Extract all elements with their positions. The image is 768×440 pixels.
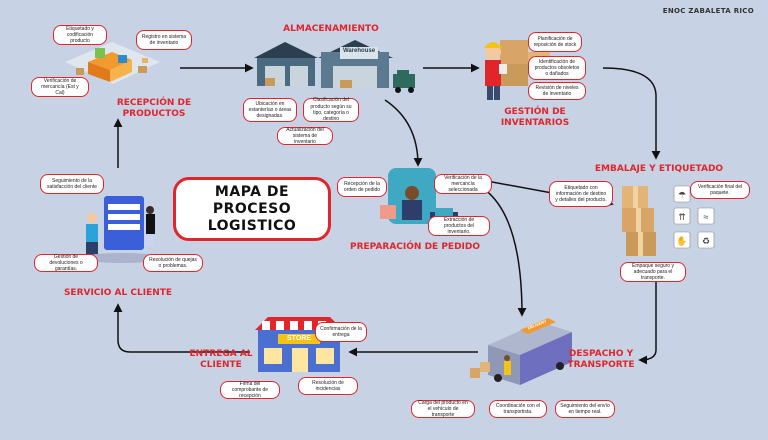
packaging-illustration: ☂ ⇈ ≈ ✋ ♻ xyxy=(622,185,715,256)
section-embalaje: EMBALAJE Y ETIQUETADO xyxy=(594,164,724,174)
section-servicio: SERVICIO AL CLIENTE xyxy=(63,288,173,298)
note-gestion-devoluciones: Gestión de devoluciones o garantías. xyxy=(34,254,98,272)
note-confirmacion: Confirmación de la entrega xyxy=(315,322,367,342)
note-planificacion: Planificación de reposición de stock xyxy=(528,32,582,52)
truck-illustration xyxy=(470,318,572,385)
note-identificacion: Identificación de productos obsoletos o … xyxy=(528,56,586,80)
arrow-almacenamiento-preparacion xyxy=(384,99,423,167)
note-ubicacion: Ubicación en estanterías o áreas designa… xyxy=(243,98,297,122)
arrow-gestion-embalaje xyxy=(602,67,661,160)
diagram-title-text: MAPA DE PROCESO LOGISTICO xyxy=(207,183,297,234)
arrow-entrega-servicio xyxy=(113,303,250,353)
author-label: ENOC ZABALETA RICO xyxy=(662,7,754,15)
svg-text:✋: ✋ xyxy=(676,235,687,246)
note-firma: Firma del comprobante de recepción xyxy=(220,381,280,399)
note-recepcion-orden: Recepción de la orden de pedido xyxy=(337,177,387,197)
section-entrega: ENTREGA AL CLIENTE xyxy=(189,349,253,370)
note-registro: Registro en sistema de inventario xyxy=(136,30,192,50)
note-extraccion: Extracción de productos del inventario. xyxy=(428,216,490,236)
section-gestion: GESTIÓN DE INVENTARIOS xyxy=(500,107,570,128)
warehouse-illustration xyxy=(254,40,415,93)
svg-text:♻: ♻ xyxy=(702,236,710,246)
section-almacenamiento: ALMACENAMIENTO xyxy=(283,24,379,34)
note-seguimiento-satisfaccion: Seguimiento de la satisfacción del clien… xyxy=(40,174,104,194)
note-seguimiento-envio: Seguimiento del envío en tiempo real. xyxy=(555,400,615,418)
order-preparation-illustration xyxy=(380,168,458,228)
note-etiquetado-info: Etiquetado con información de destino y … xyxy=(549,181,613,207)
note-resolucion-quejas: Resolución de quejas o problemas. xyxy=(143,254,203,272)
note-empaque: Empaque seguro y adecuado para el transp… xyxy=(620,262,686,282)
svg-text:≈: ≈ xyxy=(704,212,709,222)
section-despacho: DESPACHO Y TRANSPORTE xyxy=(567,349,635,370)
note-verificacion-seleccionada: Verificación de la mercancía seleccionad… xyxy=(434,174,492,194)
section-preparacion: PREPARACIÓN DE PEDIDO xyxy=(350,242,481,252)
note-resolucion-incidencias: Resolución de incidencias xyxy=(298,377,358,395)
arrow-embalaje-despacho xyxy=(638,262,657,365)
reception-illustration xyxy=(65,42,160,84)
note-etiquetado: Etiquetado y codificación producto xyxy=(53,25,107,45)
note-verificacion-mercancia: Verificación de mercancía (Est y Cal) xyxy=(31,77,89,97)
diagram-title: MAPA DE PROCESO LOGISTICO xyxy=(173,177,331,241)
svg-text:⇈: ⇈ xyxy=(678,212,686,222)
note-carga: Carga del producto en el vehículo de tra… xyxy=(411,400,475,418)
note-actualizacion: Actualización del sistema de inventario xyxy=(277,127,333,145)
store-sign: STORE xyxy=(287,335,311,342)
note-clasificacion: Clasificación del producto según su tipo… xyxy=(303,97,359,122)
note-coordinacion: Coordinación con el transportista. xyxy=(489,400,547,418)
section-recepcion: RECEPCIÓN DE PRODUCTOS xyxy=(116,98,192,119)
warehouse-sign: Warehouse xyxy=(342,48,376,54)
note-verificacion-paquete: Verificación final del paquete. xyxy=(690,181,750,199)
note-revision: Revisión de niveles de inventario xyxy=(528,82,586,100)
svg-text:☂: ☂ xyxy=(678,190,686,200)
